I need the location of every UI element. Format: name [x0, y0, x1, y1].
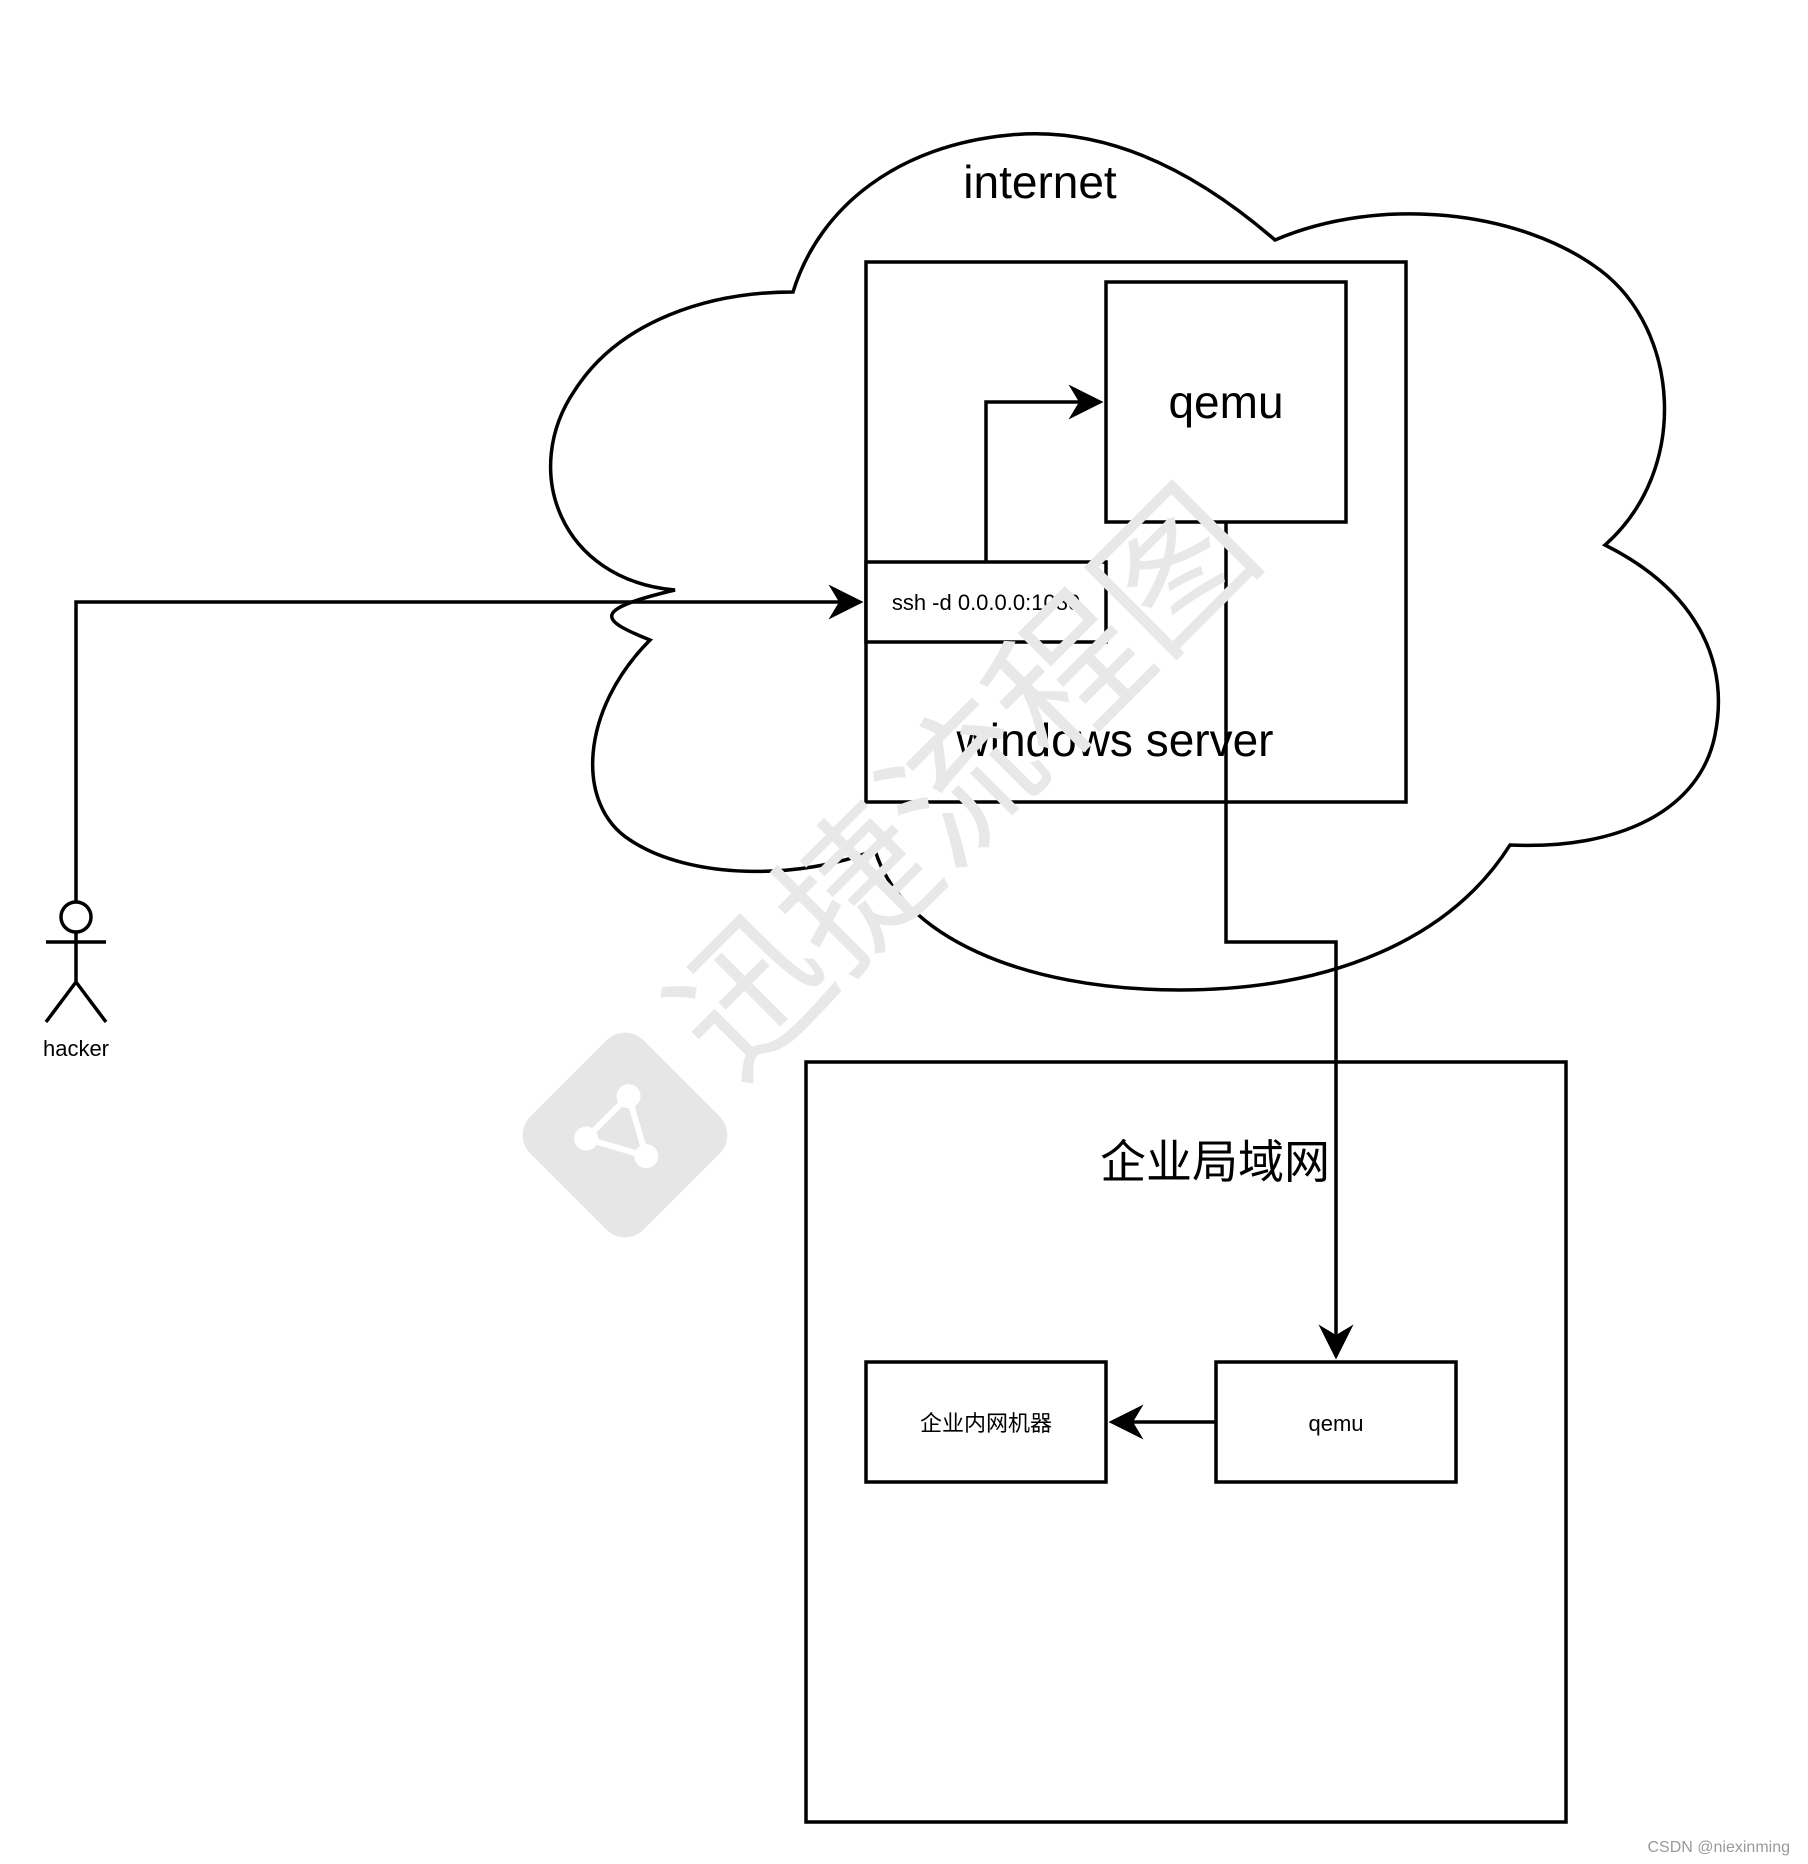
- lan-machine-label: 企业内网机器: [920, 1412, 1052, 1437]
- lan-qemu-label: qemu: [1308, 1411, 1363, 1436]
- credit-text: CSDN @niexinming: [1647, 1839, 1790, 1856]
- server-qemu-label: qemu: [1168, 376, 1283, 428]
- internet-label: internet: [963, 156, 1117, 208]
- lan-machine-box: [864, 1360, 1108, 1484]
- ssh-to-qemu-connector: [984, 384, 1104, 562]
- windows-server-label: windows server: [956, 714, 1274, 766]
- server-qemu-to-lan-qemu-connector: [1224, 522, 1354, 1360]
- hacker-actor: [44, 900, 108, 1024]
- ssh-label: ssh -d 0.0.0.0:1080: [892, 590, 1080, 615]
- enterprise-lan-label: 企业局域网: [1100, 1135, 1330, 1189]
- hacker-to-ssh-connector: [74, 584, 864, 902]
- server-qemu-box: [1104, 280, 1348, 524]
- hacker-label: hacker: [43, 1036, 109, 1061]
